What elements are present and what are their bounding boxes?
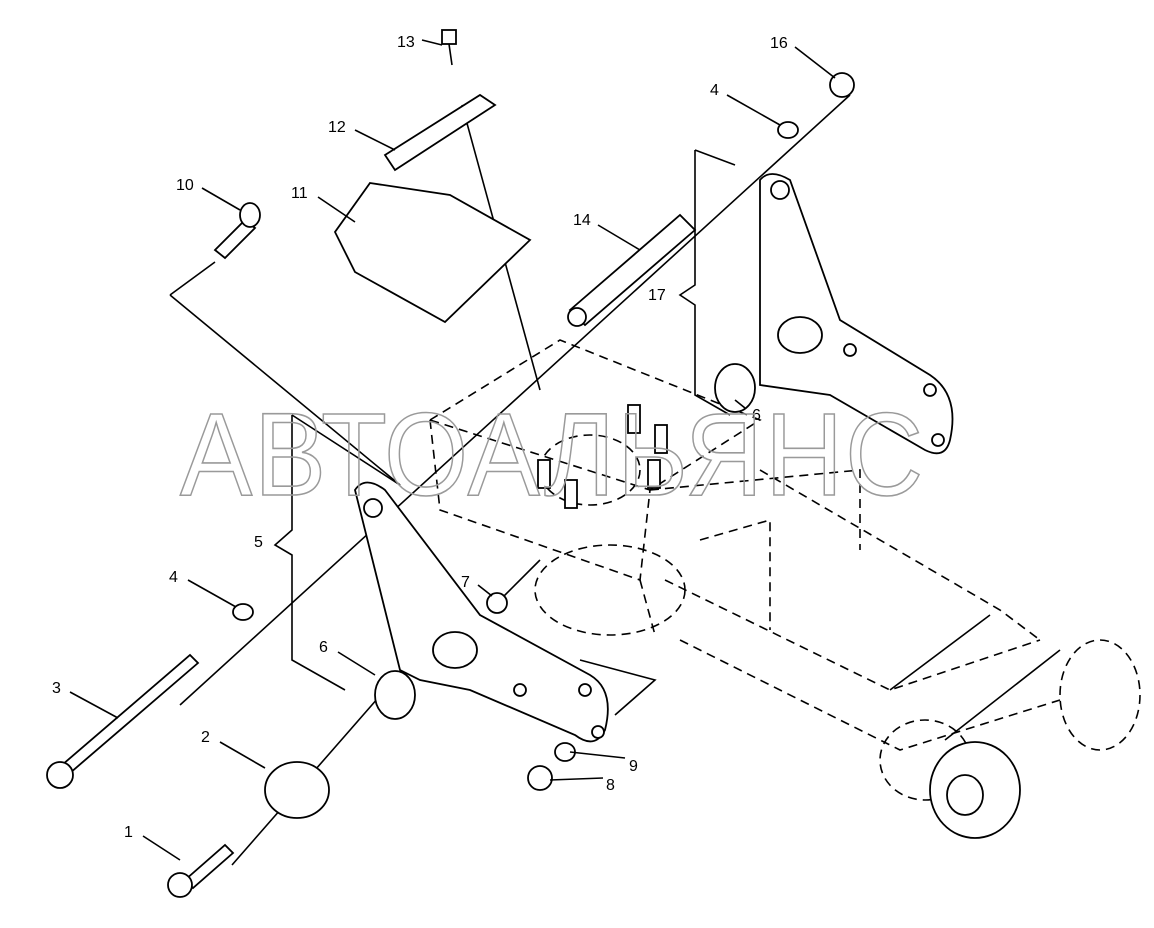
bolt-3: [60, 653, 200, 775]
nut-8: [527, 765, 553, 791]
sprocket: [929, 741, 1021, 839]
callout-7: 7: [461, 574, 470, 591]
callout-4-top: 4: [710, 82, 719, 99]
spacer-14: [568, 213, 697, 327]
callout-5: 5: [254, 534, 263, 551]
left-bracket: [273, 414, 657, 743]
washer-2: [264, 761, 330, 819]
plate-11: [333, 182, 532, 324]
watermark: АВТОАЛЬЯНС: [180, 389, 925, 521]
leader-lines: [69, 39, 836, 861]
studs: [537, 404, 668, 509]
callout-6-right: 6: [752, 407, 761, 424]
callout-labels: 13 16 4 12 10 11 14 17 6 5 4 7 6 3 2 9 8…: [52, 34, 788, 841]
nut-16: [829, 72, 855, 98]
small-parts: [46, 29, 855, 898]
callout-17: 17: [648, 287, 666, 304]
callout-2: 2: [201, 729, 210, 746]
callout-12: 12: [328, 119, 346, 136]
callout-9: 9: [629, 758, 638, 775]
callout-6-left: 6: [319, 639, 328, 656]
callout-3: 3: [52, 680, 61, 697]
callout-16: 16: [770, 35, 788, 52]
washer-4-left: [232, 603, 254, 621]
callout-11: 11: [291, 185, 308, 202]
callout-13: 13: [397, 34, 415, 51]
callout-8: 8: [606, 777, 615, 794]
right-bracket: [678, 149, 954, 455]
callout-1: 1: [124, 824, 133, 841]
bolt-10: [213, 218, 257, 260]
bolt-13: [441, 29, 457, 45]
strip-12: [383, 93, 497, 172]
callout-4-left: 4: [169, 569, 178, 586]
washer-4-top: [777, 121, 799, 139]
callout-14: 14: [573, 212, 591, 229]
bushing-6-right: [714, 363, 756, 413]
callout-10: 10: [176, 177, 194, 194]
bushing-6-left: [374, 670, 416, 720]
nut-7: [486, 592, 508, 614]
